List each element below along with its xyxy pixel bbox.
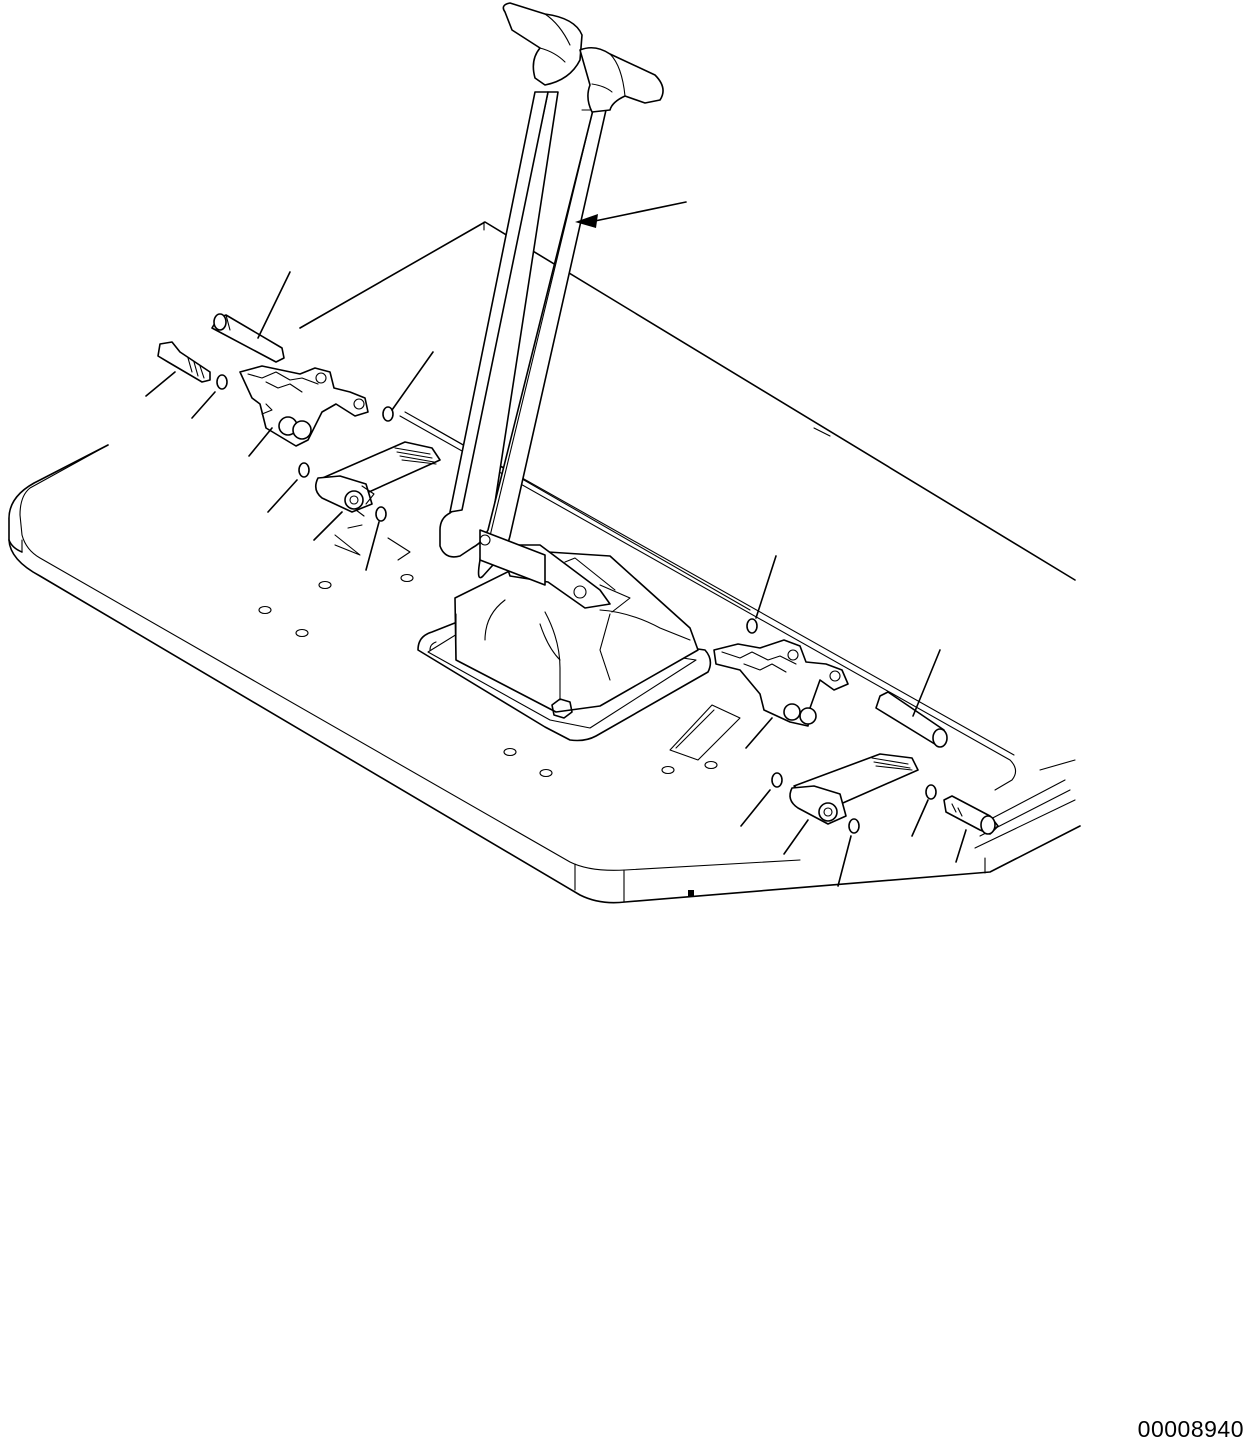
floor-holes xyxy=(259,510,740,777)
control-lever xyxy=(440,3,686,585)
drawing-number: 00008940 xyxy=(1137,1416,1244,1442)
leader-lines xyxy=(146,272,966,886)
floor-plate xyxy=(9,222,1080,903)
control-base xyxy=(418,545,710,741)
left-pedal-assembly xyxy=(158,314,440,521)
right-pedal-assembly xyxy=(714,619,998,834)
